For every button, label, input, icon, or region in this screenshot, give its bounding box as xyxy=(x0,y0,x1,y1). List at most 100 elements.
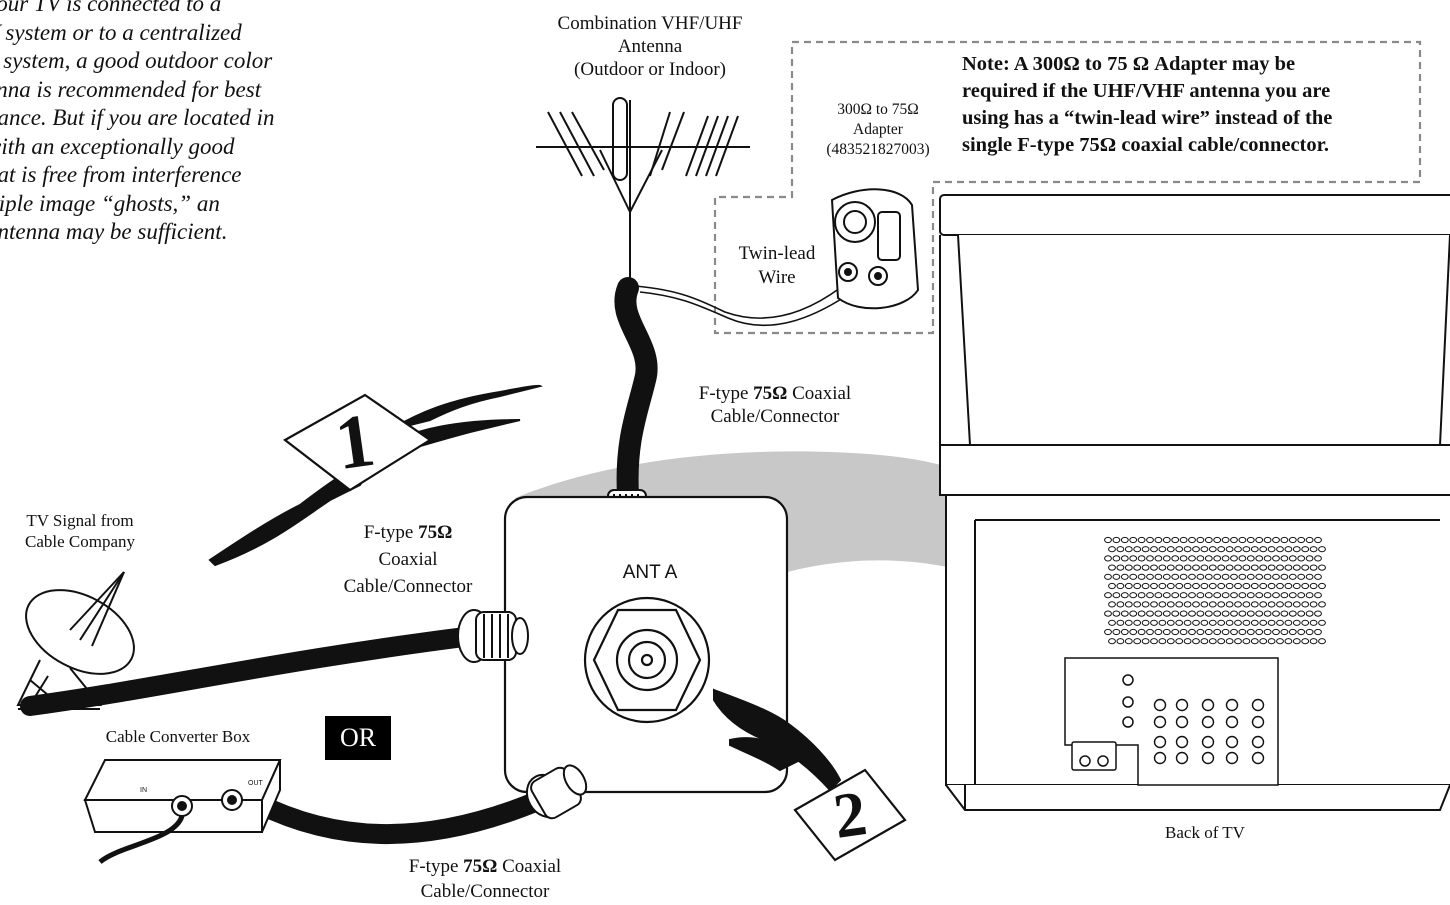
vent-hole xyxy=(1250,619,1259,626)
vent-hole xyxy=(1284,619,1293,626)
vent-hole xyxy=(1230,536,1238,544)
vent-hole xyxy=(1255,628,1264,636)
vent-hole xyxy=(1116,638,1125,645)
vent-hole xyxy=(1112,592,1121,599)
vent-hole xyxy=(1305,610,1314,617)
av-jack xyxy=(1201,698,1215,712)
converter-out-label: OUT xyxy=(248,780,263,787)
vent-hole xyxy=(1263,536,1272,544)
vent-hole xyxy=(1297,628,1306,636)
vent-hole xyxy=(1166,601,1175,608)
vent-hole xyxy=(1280,592,1289,599)
vent-hole xyxy=(1255,536,1264,544)
vent-hole xyxy=(1154,555,1163,562)
vent-hole xyxy=(1188,555,1196,562)
vent-hole xyxy=(1263,573,1272,580)
vent-hole xyxy=(1259,564,1268,571)
vent-hole xyxy=(1196,536,1205,544)
vent-hole xyxy=(1272,573,1280,580)
vent-hole xyxy=(1297,573,1306,580)
vent-hole xyxy=(1166,546,1175,553)
vent-hole xyxy=(1208,638,1217,645)
vent-hole xyxy=(1171,536,1180,544)
av-jack xyxy=(1175,751,1189,765)
vent-hole xyxy=(1234,638,1242,645)
intro-line: a system, a good outdoor color xyxy=(0,48,273,73)
vent-hole xyxy=(1242,564,1251,571)
vent-hole xyxy=(1280,610,1289,617)
vent-hole xyxy=(1150,601,1158,608)
cable-top-label: F-type 75Ω Coaxial Cable/Connector xyxy=(698,383,852,427)
vent-hole xyxy=(1217,601,1226,608)
vent-hole xyxy=(1137,592,1146,599)
step-1-card xyxy=(283,393,433,492)
tv-av-jacks xyxy=(1153,698,1265,765)
vent-hole xyxy=(1116,582,1125,590)
vent-hole xyxy=(1213,628,1222,636)
vent-hole xyxy=(1150,564,1158,571)
vent-hole xyxy=(1183,601,1192,608)
vent-hole xyxy=(1108,638,1116,645)
vent-hole xyxy=(1162,592,1171,599)
cable-bottom-label: F-type 75Ω Coaxial Cable/Connector xyxy=(408,856,562,902)
vent-hole xyxy=(1305,555,1314,562)
vent-hole xyxy=(1217,582,1226,590)
vent-hole xyxy=(1267,638,1276,645)
av-jack xyxy=(1153,715,1167,729)
vent-hole xyxy=(1150,582,1158,590)
vent-hole xyxy=(1301,564,1310,571)
vent-hole xyxy=(1162,573,1171,580)
vent-hole xyxy=(1104,610,1112,617)
vent-hole xyxy=(1200,582,1209,590)
vent-hole xyxy=(1276,601,1284,608)
vent-hole xyxy=(1230,573,1238,580)
vent-hole xyxy=(1192,582,1200,590)
vent-hole xyxy=(1116,619,1125,626)
vent-hole xyxy=(1242,546,1251,553)
vent-hole xyxy=(1120,610,1129,617)
vent-hole xyxy=(1112,573,1121,580)
vent-hole xyxy=(1129,536,1138,544)
vent-hole xyxy=(1175,564,1184,571)
satellite-dish-icon xyxy=(16,571,135,710)
vent-hole xyxy=(1288,573,1297,580)
vent-hole xyxy=(1179,592,1188,599)
vent-hole xyxy=(1133,601,1142,608)
vent-hole xyxy=(1133,546,1142,553)
vent-hole xyxy=(1318,619,1326,626)
vent-hole xyxy=(1221,628,1230,636)
vent-hole xyxy=(1204,628,1213,636)
vent-hole xyxy=(1305,573,1314,580)
vent-hole xyxy=(1221,536,1230,544)
vent-hole xyxy=(1162,610,1171,617)
converter-in-label: IN xyxy=(140,787,147,794)
vent-hole xyxy=(1217,638,1226,645)
vent-hole xyxy=(1179,536,1188,544)
adapter-icon xyxy=(830,188,920,310)
vent-hole xyxy=(1204,592,1213,599)
vent-hole xyxy=(1276,619,1284,626)
vent-hole xyxy=(1292,601,1301,608)
vent-hole xyxy=(1259,601,1268,608)
vent-hole xyxy=(1141,546,1150,553)
vent-hole xyxy=(1314,536,1322,544)
vent-hole xyxy=(1104,555,1112,562)
vent-hole xyxy=(1255,610,1264,617)
vent-hole xyxy=(1146,555,1154,562)
vent-hole xyxy=(1230,555,1238,562)
vent-hole xyxy=(1309,546,1318,553)
coax-cable-top xyxy=(614,277,658,506)
vent-hole xyxy=(1158,619,1167,626)
vent-hole xyxy=(1192,638,1200,645)
vent-hole xyxy=(1272,610,1280,617)
vent-hole xyxy=(1284,582,1293,590)
av-jack xyxy=(1153,735,1167,749)
ant-a-jack-icon[interactable] xyxy=(583,596,711,724)
vent-hole xyxy=(1272,628,1280,636)
vent-hole xyxy=(1318,601,1326,608)
av-jack xyxy=(1251,751,1265,765)
vent-hole xyxy=(1175,619,1184,626)
av-jack xyxy=(1225,735,1239,749)
av-jack xyxy=(1251,715,1265,729)
vent-hole xyxy=(1188,610,1196,617)
